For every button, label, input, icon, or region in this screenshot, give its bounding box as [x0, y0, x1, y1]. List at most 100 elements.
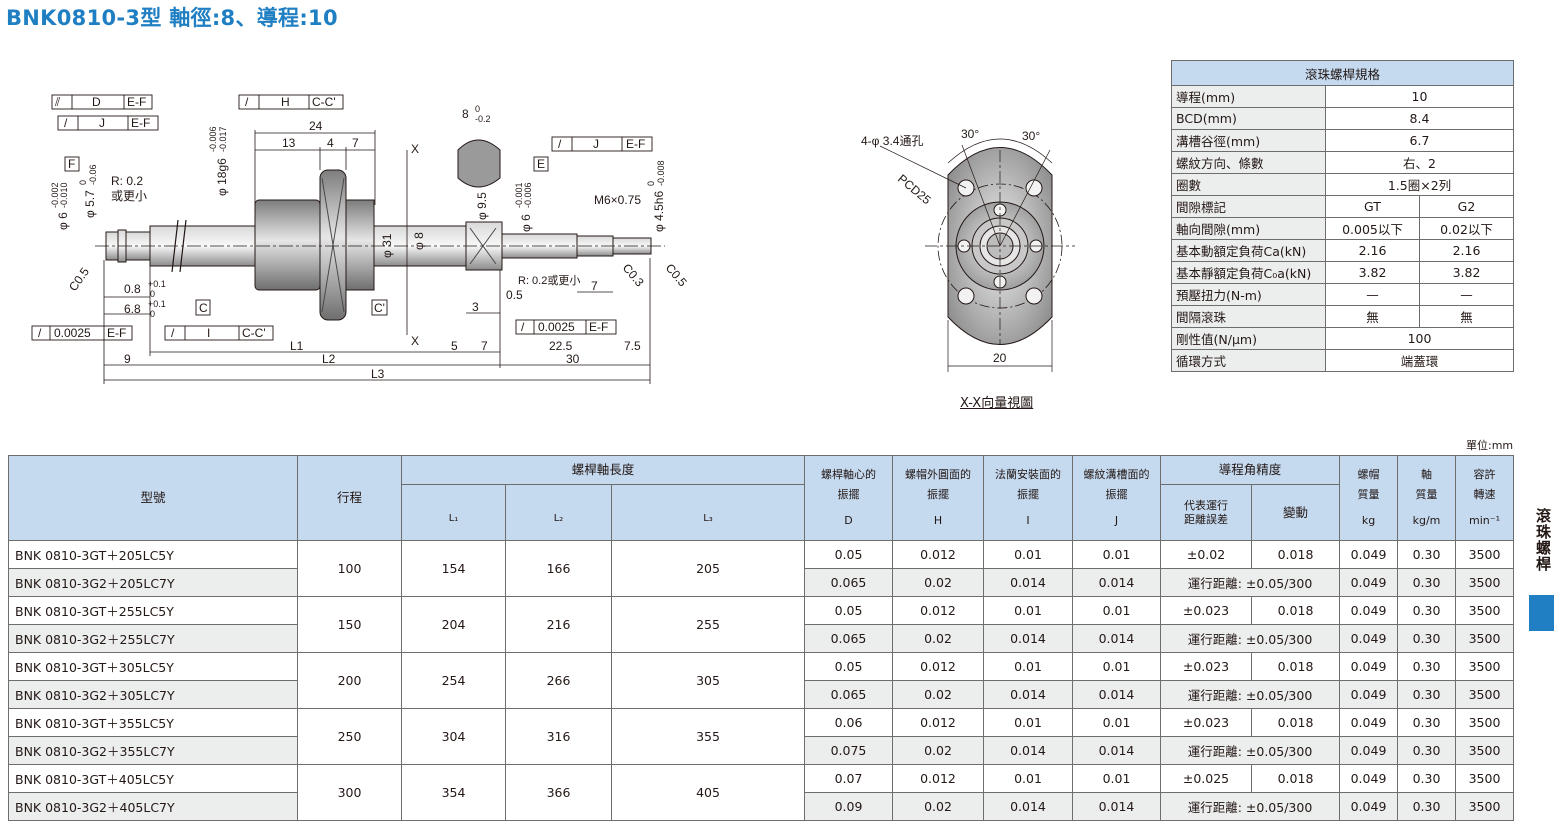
l1-cell: 204: [401, 596, 506, 653]
spec-value-gt: 0.005以下: [1325, 217, 1420, 240]
d-cell: 0.065: [804, 568, 893, 597]
dim-18g6-tol-b: -0.017: [218, 126, 228, 152]
unit-label: 單位:mm: [1466, 439, 1514, 452]
d-cell: 0.075: [804, 736, 893, 765]
side-tab-label: 滾珠螺桿: [1534, 508, 1552, 572]
spec-label: 基本動額定負荷Ca(kN): [1171, 239, 1326, 262]
j-cell: 0.014: [1072, 568, 1161, 597]
spec-value: 100: [1325, 327, 1514, 350]
dim-5: 5: [451, 339, 458, 353]
spec-row: 螺紋方向、條數右、2: [1171, 151, 1514, 174]
h-cell: 0.02: [892, 792, 984, 821]
stroke-cell: 200: [297, 652, 402, 709]
dim-7-c: 7: [481, 339, 488, 353]
shaft-mass-cell: 0.30: [1397, 736, 1457, 765]
model-cell: BNK 0810-3GT＋305LC5Y: [8, 652, 298, 681]
th-rep: 代表運行距離誤差: [1160, 484, 1252, 541]
dim-6-right-tol-a: -0.001: [514, 182, 524, 208]
x-mark-bottom: X: [411, 334, 419, 348]
d-cell: 0.065: [804, 680, 893, 709]
spec-label: 導程(mm): [1171, 85, 1326, 108]
dim-31: φ 31: [380, 233, 394, 258]
var-cell: 0.018: [1250, 596, 1341, 625]
spec-header: 滾珠螺桿規格: [1171, 60, 1514, 86]
spec-label: 溝槽谷徑(mm): [1171, 129, 1326, 152]
j-cell: 0.01: [1072, 764, 1161, 793]
nut-mass-cell: 0.049: [1339, 568, 1399, 597]
shaft-mass-cell: 0.30: [1397, 568, 1457, 597]
speed-cell: 3500: [1455, 596, 1515, 625]
bolt-hole-4: [1025, 287, 1043, 305]
dim-6-left: φ 6: [56, 212, 70, 230]
dim-L3: L3: [371, 367, 385, 381]
h-cell: 0.02: [892, 680, 984, 709]
technical-drawing: ⫽ D E-F / J E-F / H C-C' / J E-F / 0.002…: [31, 94, 1075, 384]
h-cell: 0.02: [892, 568, 984, 597]
l2-cell: 366: [505, 764, 612, 821]
spec-label: 剛性值(N/μm): [1171, 327, 1326, 350]
i-cell: 0.01: [983, 708, 1073, 737]
angle-30-left: 30°: [961, 127, 979, 141]
gdt-j-left: J: [99, 116, 105, 130]
l2-cell: 316: [505, 708, 612, 765]
th-model: 型號: [8, 455, 298, 541]
nut-mass-cell: 0.049: [1339, 680, 1399, 709]
j-cell: 0.01: [1072, 652, 1161, 681]
rep-cell: ±0.023: [1160, 596, 1252, 625]
spec-label: 間隙標記: [1171, 195, 1326, 218]
th-l1: L₁: [401, 484, 506, 541]
gdt-j-left-ref: E-F: [131, 116, 150, 130]
rep-cell: ±0.023: [1160, 652, 1252, 681]
dim-8: φ 8: [412, 232, 426, 250]
svg-text:/: /: [38, 326, 42, 340]
l2-cell: 266: [505, 652, 612, 709]
i-cell: 0.01: [983, 540, 1073, 569]
j-cell: 0.014: [1072, 624, 1161, 653]
stroke-cell: 150: [297, 596, 402, 653]
dim-57-tol-b: -0.06: [88, 164, 98, 185]
spec-label: 循環方式: [1171, 349, 1326, 372]
i-cell: 0.01: [983, 596, 1073, 625]
spec-row: 間隔滾珠無無: [1171, 305, 1514, 328]
l1-cell: 154: [401, 540, 506, 597]
dim-6-right: φ 6: [519, 214, 533, 232]
dim-57: φ 5.7: [83, 190, 97, 218]
shaft-mass-cell: 0.30: [1397, 792, 1457, 821]
i-cell: 0.014: [983, 680, 1073, 709]
dim-4: 4: [327, 136, 334, 150]
front-view: [879, 138, 1075, 372]
h-cell: 0.02: [892, 736, 984, 765]
gdt-de-d: D: [92, 95, 101, 109]
run-cell: 運行距離: ±0.05/300: [1159, 680, 1341, 709]
spec-label: 軸向間隙(mm): [1171, 217, 1326, 240]
th-var: 變動: [1250, 484, 1341, 541]
d-cell: 0.06: [804, 708, 893, 737]
dim-225: 22.5: [549, 339, 573, 353]
spec-value-gt: 3.82: [1325, 261, 1420, 284]
svg-text:/: /: [64, 116, 68, 130]
stroke-cell: 250: [297, 708, 402, 765]
dim-7: 7: [352, 136, 359, 150]
shaft-mass-cell: 0.30: [1397, 652, 1457, 681]
shaft-mass-cell: 0.30: [1397, 708, 1457, 737]
model-cell: BNK 0810-3G2＋205LC7Y: [8, 568, 298, 597]
nut-body: [254, 199, 321, 291]
run-cell: 運行距離: ±0.05/300: [1159, 568, 1341, 597]
spec-value-g2: 0.02以下: [1419, 217, 1514, 240]
model-cell: BNK 0810-3GT＋255LC5Y: [8, 596, 298, 625]
spec-row: 溝槽谷徑(mm)6.7: [1171, 129, 1514, 152]
dim-8-top-tol-b: -0.2: [475, 114, 491, 124]
spec-value-gt: 2.16: [1325, 239, 1420, 262]
speed-cell: 3500: [1455, 624, 1515, 653]
dim-45: φ 4.5h6: [652, 191, 666, 232]
nut-mass-cell: 0.049: [1339, 792, 1399, 821]
run-cell: 運行距離: ±0.05/300: [1159, 792, 1341, 821]
j-cell: 0.014: [1072, 792, 1161, 821]
